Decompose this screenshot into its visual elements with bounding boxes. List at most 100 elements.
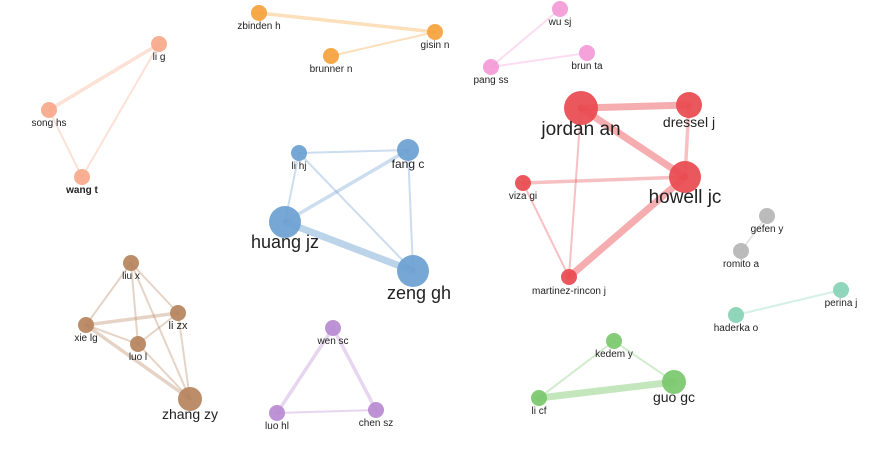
node-label-wang_t: wang t [65, 185, 98, 196]
node-li_hj[interactable] [291, 145, 307, 161]
edge-liu_x-li_zx [130, 262, 179, 314]
node-label-howell_jc: howell jc [649, 187, 722, 208]
node-liu_x[interactable] [123, 255, 139, 271]
node-label-dressel_j: dressel j [663, 114, 715, 130]
edge-jordan_an-martinez_rincon_j [568, 107, 582, 278]
edge-fang_c-huang_jz [283, 148, 410, 224]
edge-howell_jc-martinez_rincon_j [565, 173, 689, 281]
node-brunner_n[interactable] [323, 48, 339, 64]
node-fang_c[interactable] [397, 139, 419, 161]
edge-perina_j-haderka_o [735, 289, 842, 316]
node-label-chen_sz: chen sz [359, 418, 393, 429]
edge-wu_sj-pang_ss [490, 8, 561, 68]
edge-xie_lg-li_zx [84, 311, 180, 327]
node-guo_gc[interactable] [662, 370, 686, 394]
node-label-li_g: li g [153, 52, 166, 63]
node-label-gefen_y: gefen y [751, 224, 784, 235]
node-wu_sj[interactable] [552, 1, 568, 17]
node-gefen_y[interactable] [759, 208, 775, 224]
node-li_g[interactable] [151, 36, 167, 52]
node-label-brunner_n: brunner n [310, 64, 353, 75]
node-howell_jc[interactable] [669, 161, 701, 193]
node-label-viza_gi: viza gi [509, 191, 537, 202]
node-zbinden_h[interactable] [251, 5, 267, 21]
node-pang_ss[interactable] [483, 59, 499, 75]
edge-li_cf-guo_gc [535, 378, 678, 402]
node-kedem_y[interactable] [606, 333, 622, 349]
node-label-li_hj: li hj [291, 161, 306, 172]
node-xie_lg[interactable] [78, 317, 94, 333]
node-haderka_o[interactable] [728, 307, 744, 323]
node-label-pang_ss: pang ss [473, 75, 508, 86]
node-dressel_j[interactable] [676, 92, 702, 118]
edge-pang_ss-brun_ta [490, 52, 588, 68]
node-label-luo_hl: luo hl [265, 421, 289, 432]
edge-li_hj-zeng_gh [298, 152, 414, 272]
node-label-huang_jz: huang jz [251, 232, 319, 252]
node-wen_sc[interactable] [325, 320, 341, 336]
edge-xie_lg-luo_l [85, 324, 139, 345]
node-romito_a[interactable] [733, 243, 749, 259]
node-zhang_zy[interactable] [178, 387, 202, 411]
node-martinez_rincon_j[interactable] [561, 269, 577, 285]
edge-luo_hl-chen_sz [276, 409, 377, 414]
node-label-wen_sc: wen sc [316, 336, 348, 347]
node-li_zx[interactable] [170, 305, 186, 321]
node-li_cf[interactable] [531, 390, 547, 406]
node-perina_j[interactable] [833, 282, 849, 298]
node-label-jordan_an: jordan an [540, 119, 620, 140]
node-label-song_hs: song hs [31, 118, 66, 129]
edge-kedem_y-guo_gc [613, 340, 675, 383]
node-label-gisin_n: gisin n [421, 40, 450, 51]
edge-li_zx-zhang_zy [177, 312, 191, 400]
node-huang_jz[interactable] [269, 206, 301, 238]
edge-viza_gi-martinez_rincon_j [522, 182, 570, 278]
node-label-zeng_gh: zeng gh [387, 283, 451, 303]
node-viza_gi[interactable] [515, 175, 531, 191]
node-label-romito_a: romito a [723, 259, 760, 270]
node-wang_t[interactable] [74, 169, 90, 185]
node-jordan_an[interactable] [564, 91, 598, 125]
node-label-liu_x: liu x [122, 271, 140, 282]
edge-li_hj-fang_c [298, 149, 409, 154]
node-label-martinez_rincon_j: martinez-rincon j [532, 286, 606, 297]
node-song_hs[interactable] [41, 102, 57, 118]
edge-song_hs-wang_t [48, 109, 83, 178]
node-luo_l[interactable] [130, 336, 146, 352]
edge-luo_l-zhang_zy [137, 343, 191, 400]
node-chen_sz[interactable] [368, 402, 384, 418]
edge-jordan_an-howell_jc [577, 104, 689, 181]
edge-zbinden_h-gisin_n [257, 11, 437, 34]
node-label-kedem_y: kedem y [595, 349, 633, 360]
edge-kedem_y-li_cf [538, 340, 615, 399]
node-label-haderka_o: haderka o [714, 323, 759, 334]
edge-wen_sc-luo_hl [275, 326, 335, 415]
edge-liu_x-luo_l [130, 262, 139, 345]
node-label-luo_l: luo l [129, 352, 147, 363]
edge-layer [47, 8, 842, 415]
node-zeng_gh[interactable] [397, 255, 429, 287]
node-brun_ta[interactable] [579, 45, 595, 61]
node-label-li_zx: li zx [169, 320, 188, 332]
edge-li_g-wang_t [81, 43, 160, 178]
node-label-guo_gc: guo gc [653, 389, 695, 405]
edge-viza_gi-howell_jc [521, 175, 687, 185]
node-gisin_n[interactable] [427, 24, 443, 40]
node-label-brun_ta: brun ta [571, 61, 603, 72]
edge-fang_c-zeng_gh [407, 149, 414, 272]
edge-liu_x-zhang_zy [130, 262, 191, 400]
node-label-xie_lg: xie lg [74, 333, 97, 344]
edge-li_g-song_hs [47, 42, 161, 112]
node-layer [41, 1, 849, 421]
node-label-perina_j: perina j [825, 298, 858, 309]
edge-luo_l-li_zx [137, 312, 179, 345]
edge-huang_jz-zeng_gh [281, 218, 417, 275]
node-label-li_cf: li cf [532, 406, 547, 417]
node-label-wu_sj: wu sj [548, 17, 572, 28]
edge-jordan_an-dressel_j [577, 101, 693, 112]
edge-liu_x-xie_lg [85, 262, 132, 326]
node-label-zhang_zy: zhang zy [162, 406, 218, 422]
node-luo_hl[interactable] [269, 405, 285, 421]
